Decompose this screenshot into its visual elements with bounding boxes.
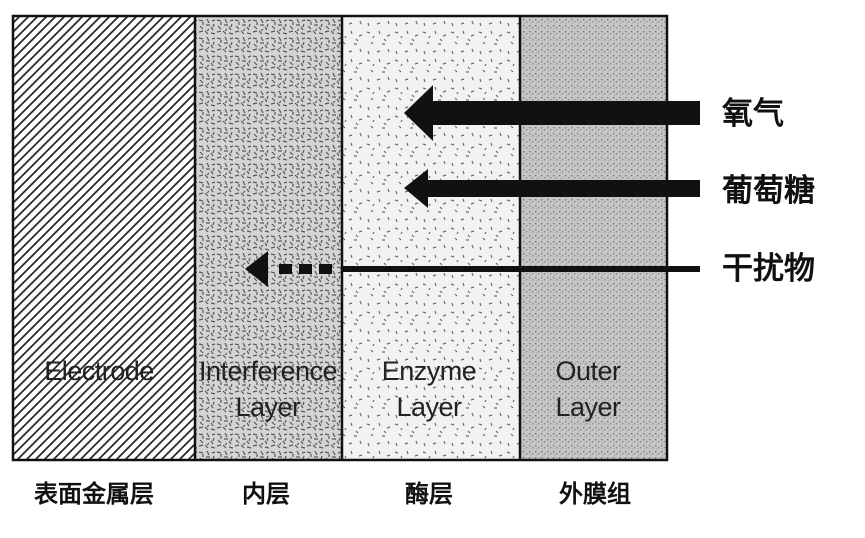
outer-caption: 外膜组	[559, 480, 631, 508]
outer-layer	[520, 16, 667, 460]
oxygen-arrow	[404, 85, 700, 141]
interference-inner-label-line2: Layer	[235, 392, 301, 422]
interference-layer	[195, 16, 342, 460]
outer-inner-label-line1: Outer	[555, 356, 621, 386]
interference-caption: 内层	[242, 480, 290, 508]
glucose-label: 葡萄糖	[722, 173, 815, 209]
interference-inner-label-line1: Interference	[199, 356, 337, 386]
enzyme-caption: 酶层	[405, 480, 453, 508]
glucose-arrow	[404, 169, 700, 208]
enzyme-inner-label-line1: Enzyme	[382, 356, 477, 386]
oxygen-label: 氧气	[722, 96, 784, 132]
electrode-inner-label: Electrode	[44, 356, 154, 386]
interferent-label: 干扰物	[722, 251, 815, 287]
diagram-outline	[11, 14, 669, 462]
enzyme-inner-label-line2: Layer	[396, 392, 462, 422]
electrode-layer	[13, 16, 195, 460]
outer-inner-label-line2: Layer	[555, 392, 621, 422]
interferent-arrow	[245, 251, 700, 287]
electrode-caption: 表面金属层	[34, 480, 154, 508]
